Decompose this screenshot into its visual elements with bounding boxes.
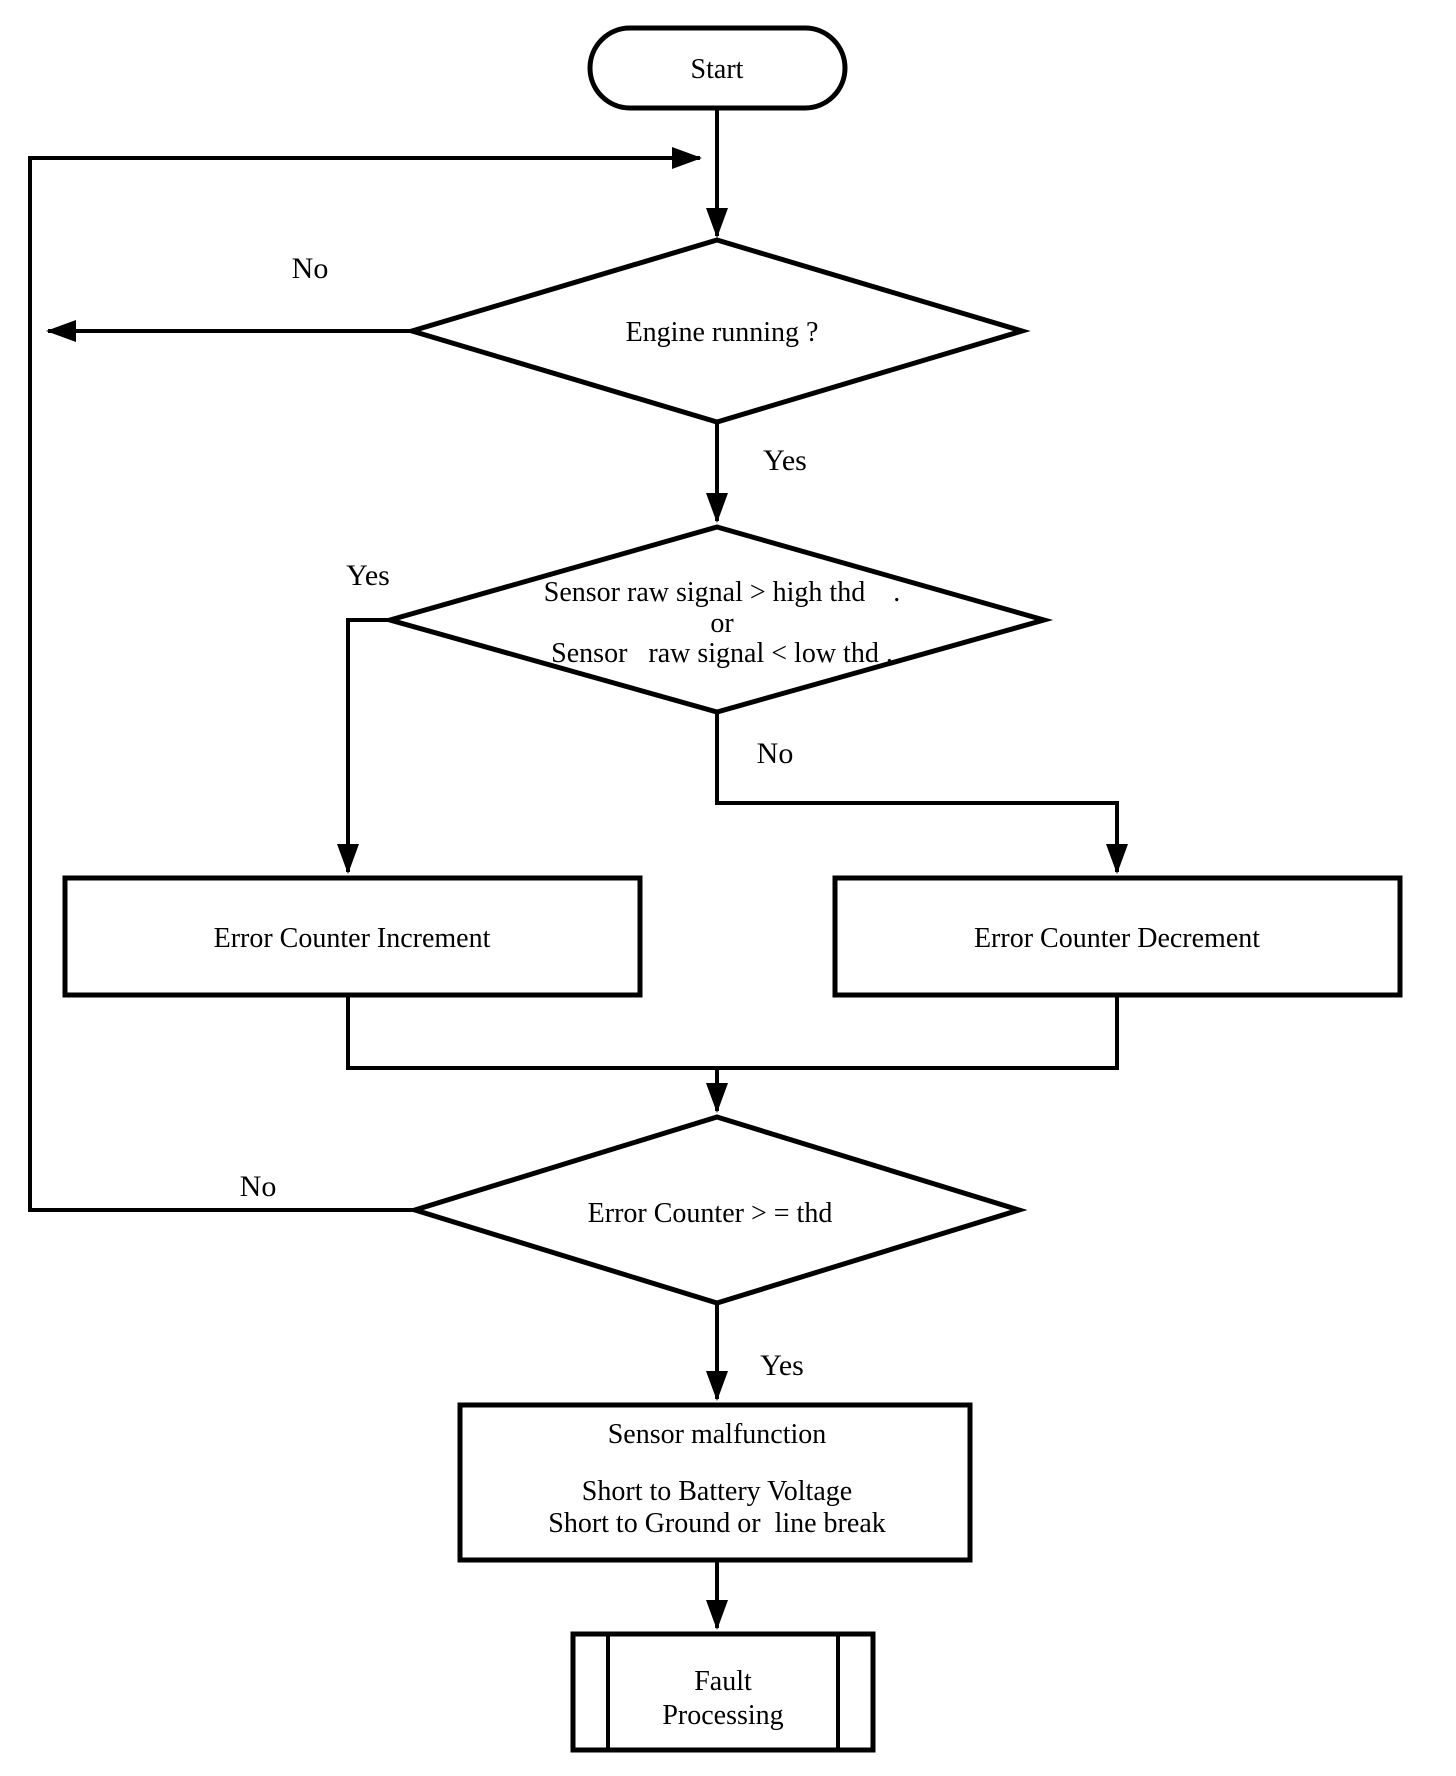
fault-processing-line1: Fault — [694, 1666, 752, 1697]
edge-signal-yes — [337, 618, 390, 874]
engine-running-label: Engine running ? — [626, 317, 819, 348]
sensor-signal-line1: Sensor raw signal > high thd . — [544, 577, 900, 608]
sensor-malfunction-line3: Short to Ground or line break — [548, 1508, 886, 1539]
sensor-malfunction-line1: Sensor malfunction — [608, 1419, 827, 1450]
engine-running-decision — [403, 237, 1031, 425]
edge-counter-merge — [346, 995, 1119, 1070]
sensor-signal-line3: Sensor raw signal < low thd . — [551, 638, 893, 669]
signal-yes-label: Yes — [346, 559, 390, 592]
sensor-malfunction-line2: Short to Battery Voltage — [582, 1476, 852, 1507]
error-counter-increment-box — [62, 875, 643, 998]
sensor-signal-line2: or — [710, 608, 734, 639]
signal-no-label: No — [757, 737, 794, 770]
threshold-yes-label: Yes — [760, 1349, 804, 1382]
error-counter-decrement-label: Error Counter Decrement — [974, 923, 1260, 954]
sensor-malfunction-box — [457, 1402, 973, 1563]
fault-processing-box — [570, 1631, 876, 1753]
edge-signal-no — [715, 712, 1128, 874]
error-counter-threshold-label: Error Counter > = thd — [588, 1198, 833, 1229]
sensor-signal-decision — [380, 524, 1054, 715]
engine-yes-label: Yes — [763, 444, 807, 477]
error-counter-increment-label: Error Counter Increment — [214, 923, 491, 954]
fault-processing-line2: Processing — [662, 1700, 783, 1731]
error-counter-decrement-box — [832, 875, 1403, 998]
engine-no-label: No — [292, 252, 329, 285]
start-label: Start — [691, 54, 744, 85]
threshold-no-label: No — [240, 1170, 277, 1203]
edge-threshold-no-loop — [28, 147, 702, 1212]
error-counter-threshold-decision — [406, 1114, 1028, 1306]
start-node — [587, 25, 848, 111]
